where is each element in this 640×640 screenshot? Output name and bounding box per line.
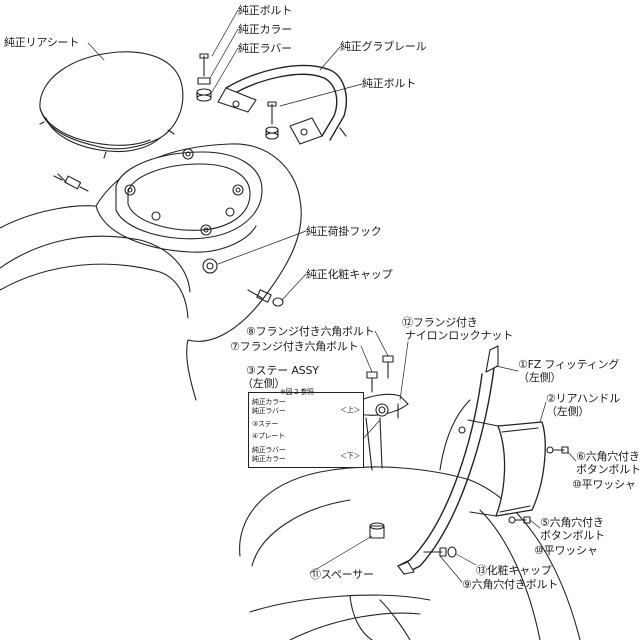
- bike-body-upper-drawing: [0, 143, 302, 401]
- small-bolt-left-drawing: [53, 173, 89, 192]
- detail-plate: ④プレート: [252, 432, 285, 440]
- label-part-9: ⑨六角穴付きボルト: [462, 578, 559, 591]
- label-part-10a: ⑩平ワッシャ: [572, 478, 636, 491]
- label-part-11: ⑪スペーサー: [310, 568, 374, 581]
- label-part-8: ⑧フランジ付き六角ボルト: [246, 325, 375, 338]
- detail-stay: ③ステー: [252, 420, 279, 428]
- label-part-6-line1: ⑥六角穴付き: [576, 450, 640, 463]
- detail-up: ＜上＞: [340, 406, 361, 414]
- leader-lines: [87, 9, 577, 583]
- label-part-5-line1: ⑤六角穴付き: [540, 516, 604, 529]
- label-part-1-line2: （左側）: [518, 371, 562, 384]
- label-collar: 純正カラー: [238, 23, 292, 36]
- stay-assy-drawing: [355, 355, 409, 471]
- label-rubber: 純正ラバー: [238, 42, 292, 55]
- label-part-2-line1: ②リアハンドル: [546, 392, 621, 405]
- rear-handle-drawing: [467, 419, 546, 517]
- label-bolt-top: 純正ボルト: [238, 4, 292, 17]
- label-part-13: ⑬化粧キャップ: [476, 564, 552, 577]
- label-bolt-right: 純正ボルト: [362, 77, 416, 90]
- grab-rail-drawing: [217, 64, 348, 145]
- label-part-1-line1: ①FZ フィッティング: [518, 358, 620, 371]
- label-cosmetic-cap: 純正化粧キャップ: [306, 268, 393, 281]
- label-part-5-line2: ボタンボルト: [540, 529, 605, 542]
- bike-body-lower-drawing: [239, 399, 581, 640]
- detail-inset-box: [248, 392, 364, 468]
- label-part-3-line1: ③ステー ASSY: [246, 364, 319, 377]
- label-rear-seat: 純正リアシート: [4, 36, 80, 49]
- label-grab-rail: 純正グラブレール: [340, 40, 427, 53]
- top-fasteners-drawing: [196, 53, 279, 140]
- rear-seat-drawing: [39, 51, 184, 159]
- label-part-7: ⑦フランジ付き六角ボルト: [230, 340, 359, 353]
- detail-rubber-top: 純正ラバー: [252, 407, 286, 415]
- label-luggage-hook: 純正荷掛フック: [306, 225, 382, 238]
- detail-down: ＜下＞: [340, 452, 361, 460]
- label-part-12-line1: ⑫フランジ付き: [402, 316, 478, 329]
- detail-collar-bottom: 純正カラー: [252, 455, 286, 463]
- label-part-6-line2: ボタンボルト: [576, 463, 640, 476]
- detail-collar-top: 純正カラー: [252, 398, 286, 406]
- label-part-12-line2: ナイロンロックナット: [405, 329, 513, 342]
- label-part-10b: ⑩平ワッシャ: [534, 544, 598, 557]
- label-part-2-line2: （左側）: [546, 405, 590, 418]
- lower-fasteners-drawing: [369, 446, 569, 558]
- detail-ref: ※図 2 参照: [280, 388, 314, 396]
- detail-rubber-bottom: 純正ラバー: [252, 446, 286, 454]
- label-part-3-line2: （左側）: [242, 377, 286, 390]
- fz-fitting-drawing: [397, 345, 499, 575]
